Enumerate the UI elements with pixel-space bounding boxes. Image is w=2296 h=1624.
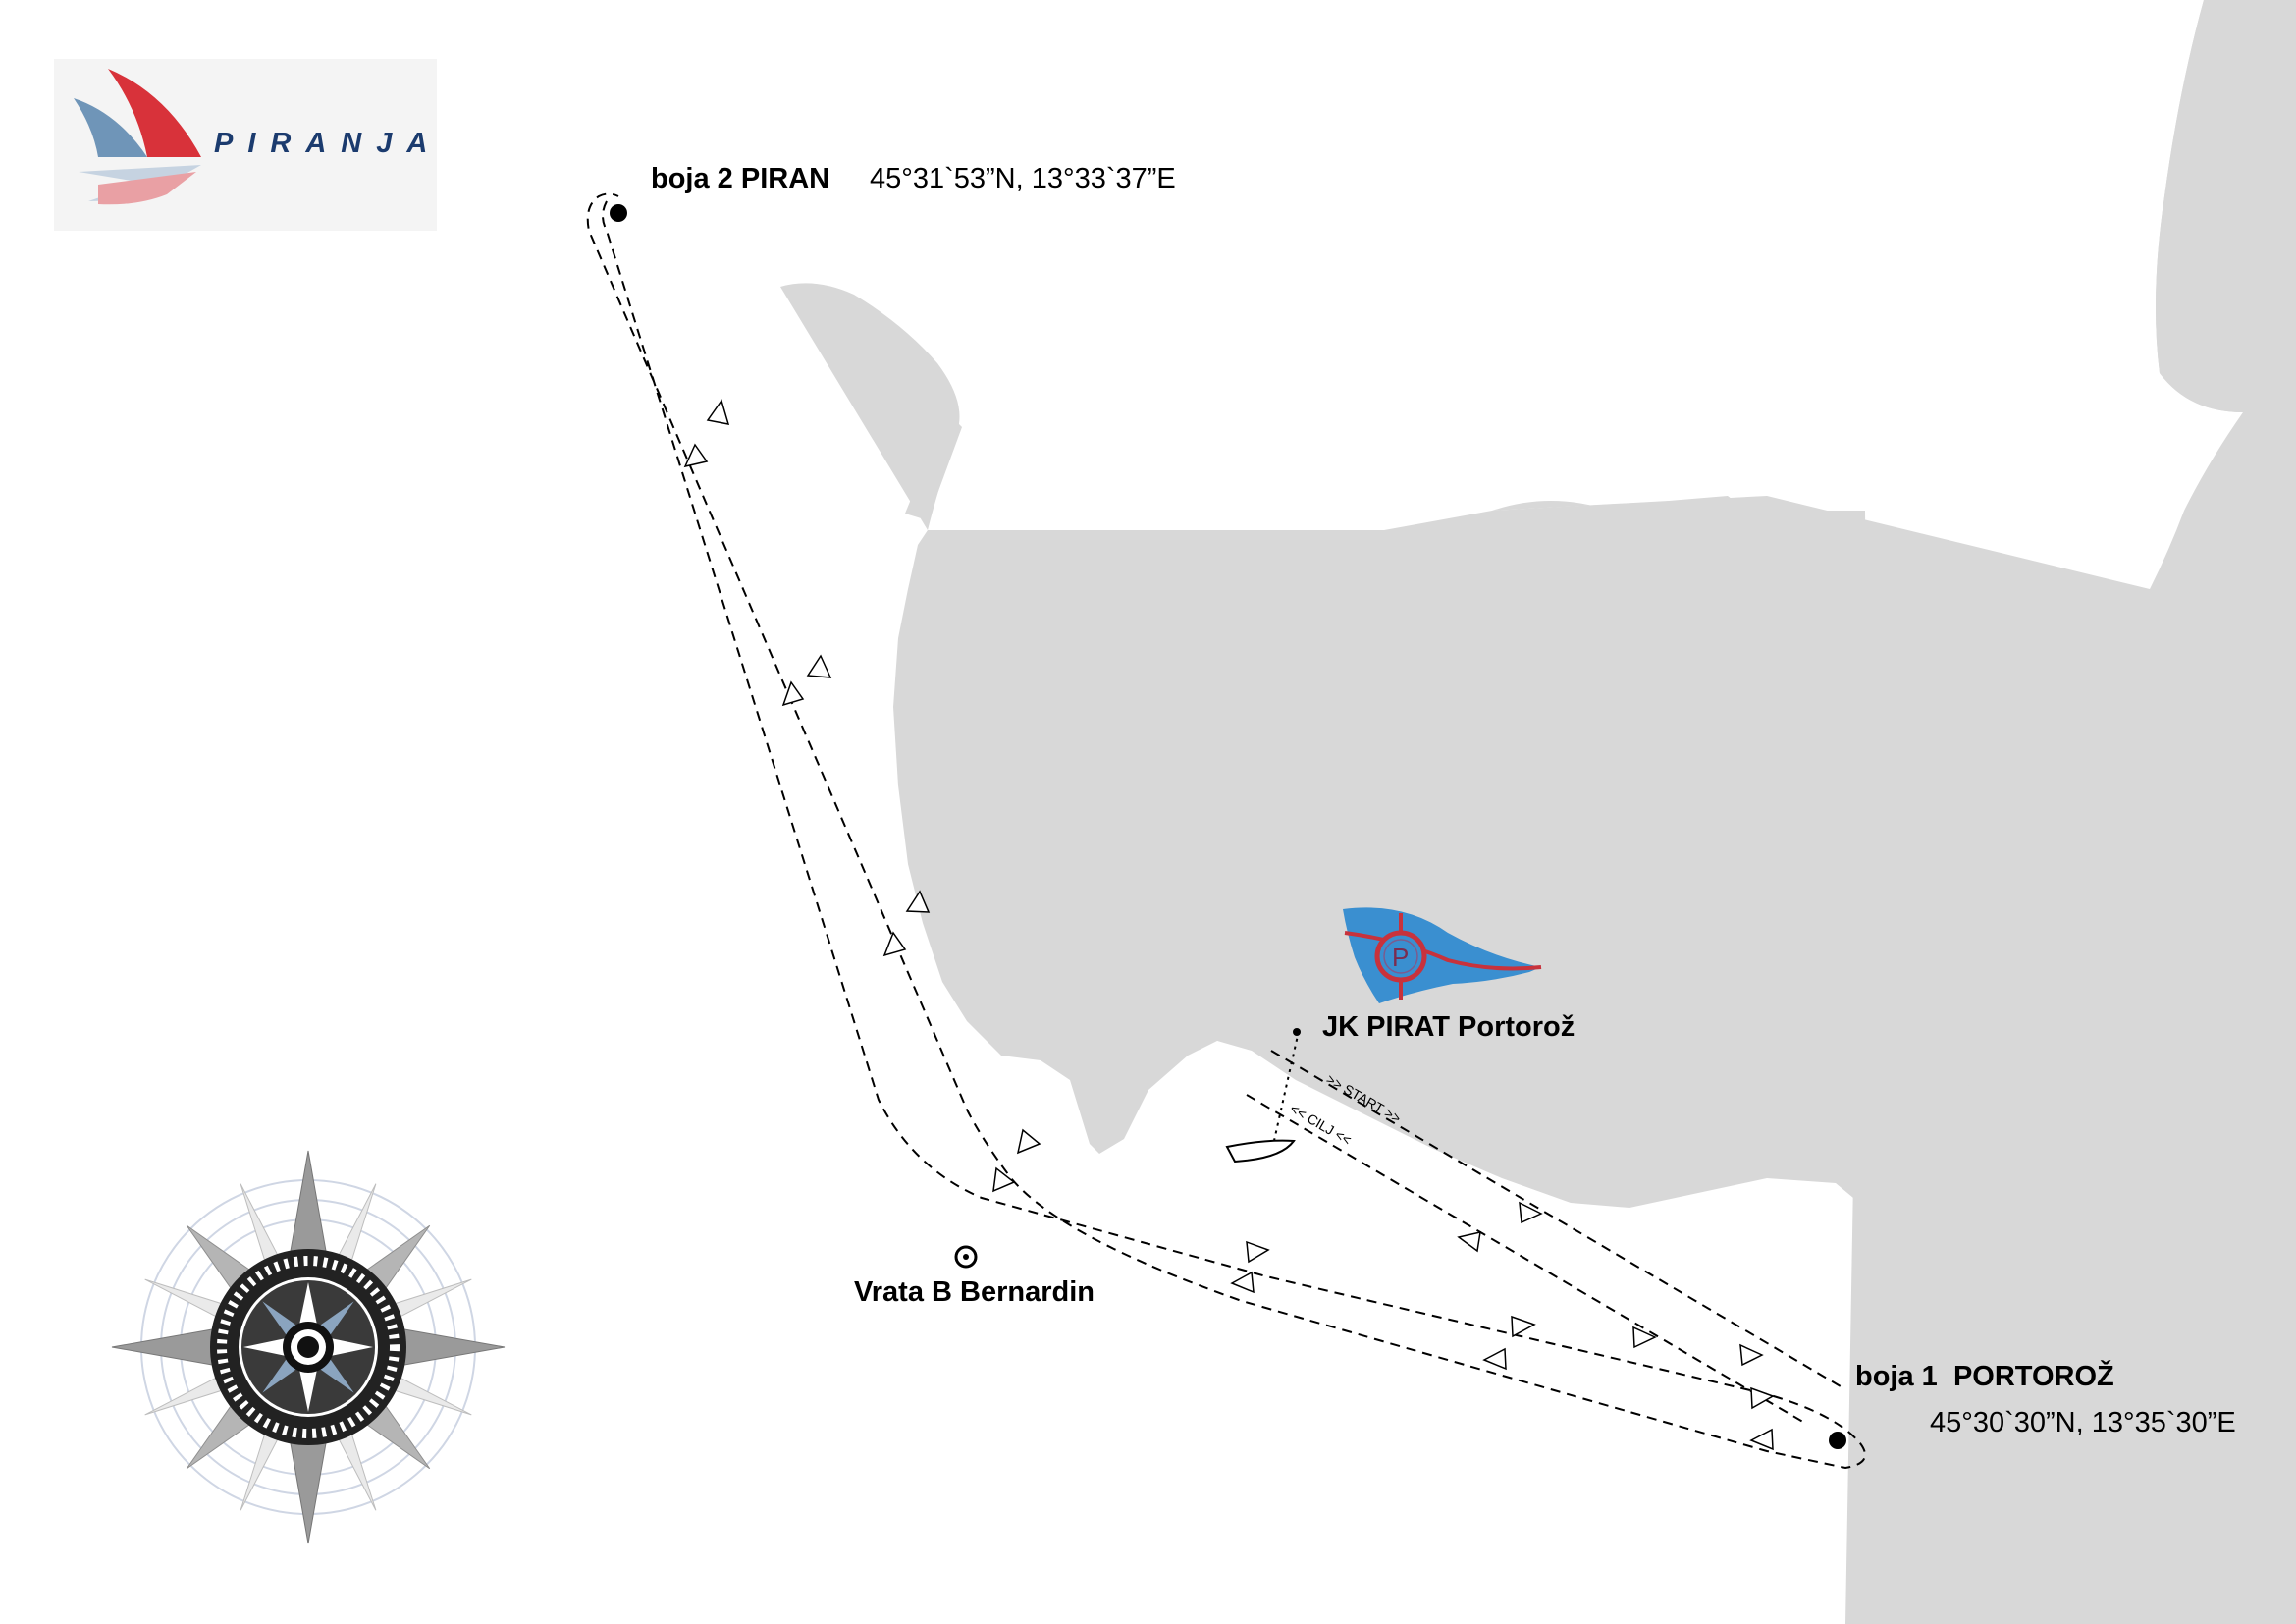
- course-arrow-icon: [1457, 1231, 1481, 1253]
- club-label: JK PIRAT Portorož: [1322, 1011, 1575, 1043]
- course-arrow-icon: [683, 443, 709, 468]
- course-arrow-icon: [882, 931, 907, 957]
- svg-text:P: P: [1392, 943, 1409, 972]
- club-point-marker: [1293, 1028, 1301, 1036]
- course-arrow-icon: [1739, 1343, 1764, 1367]
- course-arrow-icon: [1519, 1201, 1543, 1224]
- buoy-1-name: PORTOROŽ: [1952, 1361, 2114, 1392]
- land-east-coast: [1845, 0, 2296, 1624]
- course-arrow-icon: [1632, 1326, 1657, 1349]
- bay-water: [1188, 1041, 1242, 1075]
- buoy-2-label: boja 2 PIRAN: [651, 163, 829, 195]
- course-arrow-icon: [1511, 1315, 1536, 1338]
- course-arrow-icon: [1246, 1240, 1270, 1264]
- course-arrow-icon: [905, 890, 931, 913]
- gate-label: Vrata B Bernardin: [854, 1276, 1095, 1308]
- course-arrow-icon: [1482, 1347, 1507, 1371]
- course-arrow-icon: [706, 399, 730, 425]
- buoy-1-prefix: boja 1: [1855, 1361, 1938, 1392]
- course-arrow-icon: [806, 654, 832, 678]
- land-piran-peninsula: [780, 283, 1924, 1624]
- course-arrows: [683, 399, 1775, 1451]
- buoy-1-coords: 45°30`30”N, 13°35`30”E: [1930, 1407, 2236, 1438]
- course-lines: [586, 192, 1866, 1470]
- course-arrow-icon: [1750, 1386, 1775, 1410]
- buoy-2-coords: 45°31`53”N, 13°33`37”E: [870, 163, 1176, 194]
- buoy-1-label: boja 1 PORTOROŽ: [1855, 1361, 2114, 1393]
- land-pier: [905, 417, 962, 520]
- course-arrow-icon: [992, 1166, 1016, 1193]
- club-flag-icon: P: [1343, 907, 1542, 1003]
- course-arrow-icon: [781, 680, 805, 707]
- brand-wordmark: PIRANJA: [214, 128, 443, 159]
- buoy-2-name: PIRAN: [740, 163, 830, 194]
- course-arrow-icon: [1230, 1271, 1255, 1294]
- course-arrow-icon: [1016, 1128, 1041, 1155]
- compass-rose-icon: [111, 1150, 506, 1544]
- committee-boat-icon: [1225, 1139, 1296, 1164]
- buoy-2-prefix: boja 2: [651, 163, 733, 194]
- buoy-marker-1: [1829, 1432, 1846, 1449]
- gate-marker: [954, 1245, 978, 1269]
- buoy-marker-2: [610, 204, 627, 222]
- course-arrow-icon: [1749, 1428, 1774, 1451]
- piranja-logo: [54, 59, 437, 231]
